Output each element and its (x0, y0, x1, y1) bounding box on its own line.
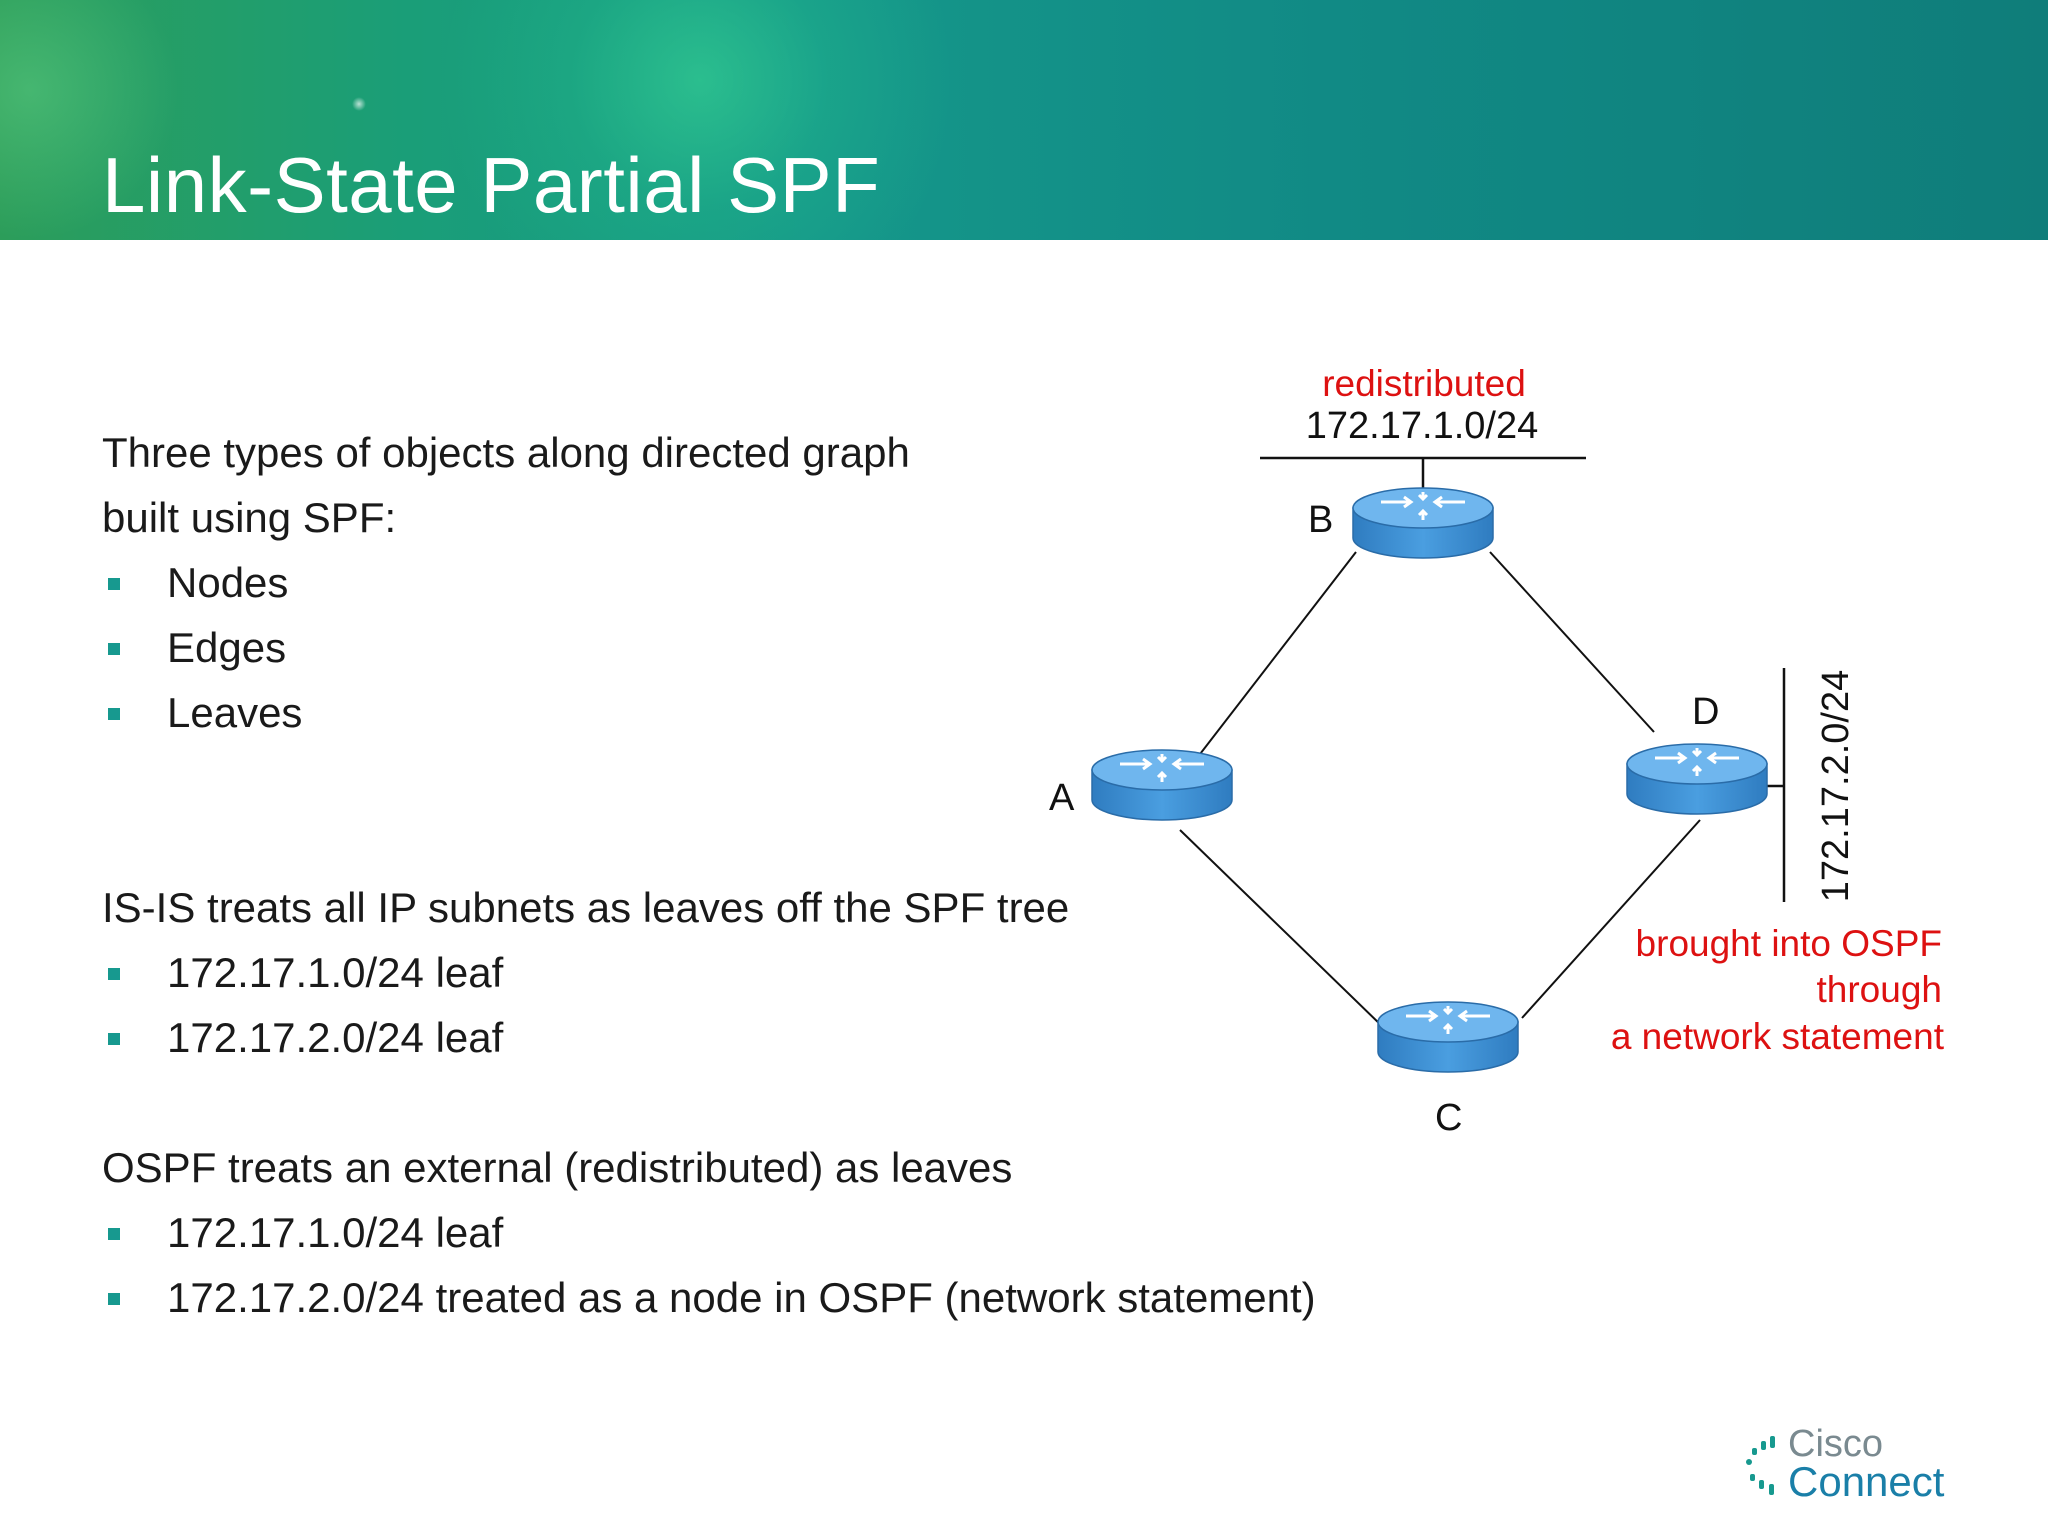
cisco-connect-logo: Cisco Connect (1744, 1424, 1954, 1504)
logo-dots-icon (1746, 1436, 1775, 1495)
list-item: 172.17.1.0/24 leaf (102, 940, 1502, 1005)
isis-list: 172.17.1.0/24 leaf 172.17.2.0/24 leaf (102, 940, 1502, 1070)
list-item-text: 172.17.2.0/24 treated as a node in OSPF … (167, 1274, 1316, 1321)
ospf-heading: OSPF treats an external (redistributed) … (102, 1144, 1013, 1191)
list-item: 172.17.1.0/24 leaf (102, 1200, 1502, 1265)
bullet-icon (108, 643, 120, 655)
bullet-icon (108, 578, 120, 590)
logo-line2: Connect (1788, 1458, 1945, 1505)
subnet-right-note-line1: brought into OSPF (1636, 923, 1942, 964)
isis-heading: IS-IS treats all IP subnets as leaves of… (102, 884, 1070, 931)
bullet-icon (108, 1293, 120, 1305)
bullet-icon (108, 1033, 120, 1045)
list-item: 172.17.2.0/24 leaf (102, 1005, 1502, 1070)
ospf-list: 172.17.1.0/24 leaf 172.17.2.0/24 treated… (102, 1200, 1502, 1330)
subnet-right-note-line2: through (1817, 969, 1943, 1010)
router-icon-d (1625, 742, 1769, 816)
list-item-text: Nodes (167, 559, 289, 606)
slide-title: Link-State Partial SPF (102, 141, 881, 229)
intro-text-line1: Three types of objects along directed gr… (102, 429, 910, 476)
intro-text-line2: built using SPF: (102, 494, 397, 541)
bullet-icon (108, 968, 120, 980)
link-b-d (1489, 551, 1655, 733)
title-banner: Link-State Partial SPF (0, 0, 2048, 240)
subnet-top-note: redistributed (1322, 363, 1526, 404)
bullet-icon (108, 1228, 120, 1240)
list-item: Edges (102, 615, 1502, 680)
list-item: 172.17.2.0/24 treated as a node in OSPF … (102, 1265, 1502, 1330)
link-c-d (1521, 819, 1701, 1019)
list-item-text: Leaves (167, 689, 303, 736)
logo-line1: Cisco (1788, 1423, 1884, 1465)
subnet-right-note-line3: a network statement (1611, 1016, 1945, 1057)
list-item-text: 172.17.2.0/24 leaf (167, 1014, 504, 1061)
list-item-text: 172.17.1.0/24 leaf (167, 1209, 504, 1256)
router-label-d: D (1692, 691, 1719, 733)
bullet-icon (108, 708, 120, 720)
slide-body: Three types of objects along directed gr… (102, 420, 1502, 1330)
list-item-text: 172.17.1.0/24 leaf (167, 949, 504, 996)
subnet-right-prefix: 172.17.2.0/24 (1815, 670, 1857, 902)
list-item-text: Edges (167, 624, 287, 671)
list-item: Nodes (102, 550, 1502, 615)
list-item: Leaves (102, 680, 1502, 745)
banner-sparkle (352, 97, 366, 111)
intro-list: Nodes Edges Leaves (102, 550, 1502, 745)
banner-light-flare (440, 0, 960, 240)
